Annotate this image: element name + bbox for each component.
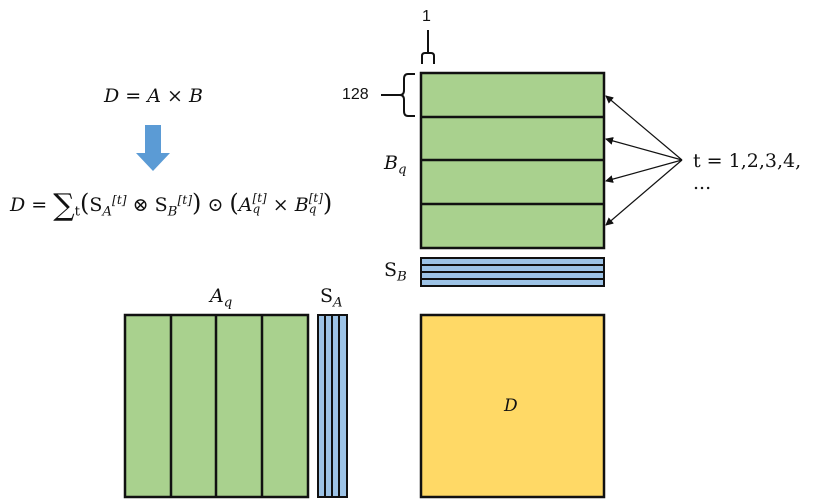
aq-label-main: A [210, 285, 224, 307]
eq-sb-sup: [t] [177, 193, 193, 208]
sb-label-sub: B [397, 269, 407, 285]
sa-label-main: S [320, 285, 334, 307]
eq-aq: A [238, 194, 253, 216]
aq-label: Aq [210, 285, 232, 311]
t-arrows [605, 95, 683, 226]
aq-label-sub: q [223, 295, 233, 311]
eq-sa-sub: A [102, 204, 113, 220]
block-height-label: 128 [342, 86, 369, 103]
eq-aq-sub: q [252, 202, 261, 216]
t-range-label: t = 1,2,3,4, ... [693, 150, 802, 194]
aq-matrix [123, 313, 310, 499]
sum-symbol: ∑ [53, 188, 75, 223]
sa-scale-strip [317, 314, 348, 498]
block-height-brace [381, 73, 415, 117]
eq-sb: S [154, 194, 168, 216]
equation-top: D = A × B [104, 85, 203, 107]
eq-sa-sup: [t] [112, 193, 127, 208]
equation-decomposed: D = ∑t(SA[t] ⊗ SB[t]) ⊙ (A[t]q × B[t]q) [10, 188, 333, 223]
sa-label-sub: A [333, 295, 343, 311]
eq-bq: B [294, 194, 309, 216]
sb-label-main: S [384, 259, 398, 281]
bq-label-main: B [384, 152, 398, 174]
d-result-matrix [419, 313, 606, 499]
otimes-symbol: ⊗ [132, 194, 149, 216]
bq-label: Bq [384, 152, 406, 178]
eq-bq-sup: [t] [308, 191, 323, 206]
sb-scale-strip [420, 257, 605, 287]
sum-index: t [74, 204, 80, 220]
sa-label: SA [320, 285, 343, 311]
eq-sb-sub: B [167, 204, 178, 220]
eq-lhs: D = [10, 194, 54, 216]
eq-sa: S [89, 194, 103, 216]
d-label: D [504, 396, 518, 416]
bq-matrix [419, 71, 606, 250]
eq-bq-sub: q [308, 202, 317, 216]
sb-label: SB [384, 259, 407, 285]
times-symbol: × [272, 194, 289, 216]
eq-aq-sup: [t] [252, 191, 267, 206]
down-arrow-icon [136, 125, 170, 171]
width-one-label: 1 [422, 8, 431, 25]
odot-symbol: ⊙ [207, 194, 224, 216]
bq-label-sub: q [397, 162, 407, 178]
width-one-bracket [421, 30, 435, 64]
